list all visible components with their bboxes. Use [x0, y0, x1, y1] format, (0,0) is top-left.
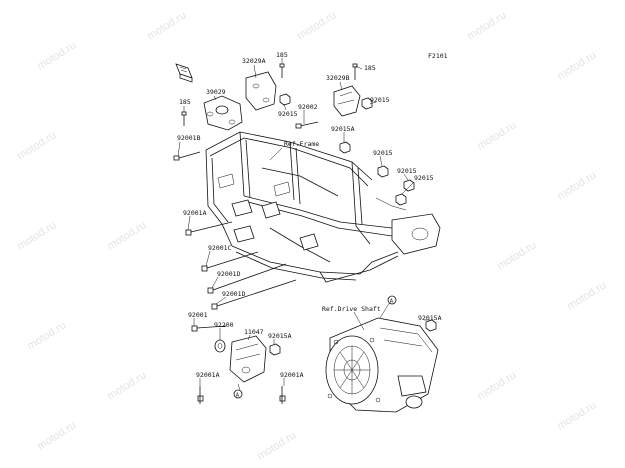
- bolt-92001a-bm: [279, 386, 286, 404]
- nut-92015a-right: [425, 319, 437, 332]
- frame: [205, 131, 441, 283]
- watermark: motod.ru: [105, 369, 148, 402]
- watermark: motod.ru: [555, 169, 598, 202]
- part-label-92015-d: 92015: [397, 167, 417, 175]
- final-gear-case: [325, 317, 439, 413]
- watermark: motod.ru: [35, 419, 78, 452]
- collar-92200: [214, 339, 226, 353]
- bolt-92001d-b: [211, 279, 297, 310]
- part-label-185-left: 185: [179, 98, 191, 106]
- nut-92015-d: [403, 179, 415, 192]
- bracket-32029a: [245, 71, 277, 111]
- watermark: motod.ru: [15, 129, 58, 162]
- bolt-92001d-a: [207, 263, 287, 294]
- part-label-92002: 92002: [298, 103, 318, 111]
- watermark: motod.ru: [255, 429, 298, 462]
- part-label-92001a-bl: 92001A: [196, 371, 220, 379]
- bracket-11047: [229, 335, 267, 383]
- nut-92015-b: [361, 97, 373, 110]
- watermark: motod.ru: [555, 399, 598, 432]
- front-arrow-icon: [175, 63, 193, 83]
- bracket-39029: [203, 95, 243, 131]
- ref-frame-label: Ref.Frame: [284, 140, 319, 148]
- nut-92015a-top: [339, 141, 351, 154]
- watermark: motod.ru: [35, 39, 78, 72]
- part-label-185-top: 185: [276, 51, 288, 59]
- part-label-92015a-top: 92015A: [331, 125, 355, 133]
- watermark: motod.ru: [465, 9, 508, 42]
- part-label-92001b: 92001B: [177, 134, 201, 142]
- part-label-92001d-a: 92001D: [217, 270, 241, 278]
- part-label-92015-e: 92015: [414, 174, 434, 182]
- watermark: motod.ru: [15, 219, 58, 252]
- watermark: motod.ru: [475, 119, 518, 152]
- part-labels: 32029A 185 32029B 185 39029 185 92015 92…: [177, 51, 442, 379]
- bolt-185-right: [352, 63, 358, 80]
- bolt-92001a-bl: [197, 386, 204, 404]
- nut-92015a-mid: [269, 343, 281, 356]
- part-label-92015-a: 92015: [278, 110, 298, 118]
- figure-code: F2101: [428, 52, 448, 60]
- watermark: motod.ru: [565, 279, 608, 312]
- ref-drive-shaft-label: Ref.Drive Shaft: [322, 305, 381, 313]
- bolt-92002: [295, 121, 319, 129]
- bolt-185-top: [279, 63, 285, 78]
- callout-a-label: A: [236, 392, 240, 398]
- leader-lines: [177, 58, 430, 391]
- part-label-32029a: 32029A: [242, 57, 266, 65]
- part-label-92200: 92200: [214, 321, 234, 329]
- part-label-92001c: 92001C: [208, 244, 232, 252]
- nut-92015-a: [279, 93, 291, 106]
- bolt-185-left: [181, 111, 187, 126]
- part-label-32029b: 32029B: [326, 74, 350, 82]
- watermark: motod.ru: [145, 9, 188, 42]
- bracket-32029b: [333, 85, 361, 117]
- part-label-92015-b: 92015: [370, 96, 390, 104]
- part-label-92001d-b: 92001D: [222, 290, 246, 298]
- callout-a-bracket: A: [233, 389, 243, 399]
- bolt-92001b: [173, 151, 201, 161]
- part-label-92015a-mid: 92015A: [268, 332, 292, 340]
- callout-a-label: A: [390, 298, 394, 304]
- watermark: motod.ru: [105, 219, 148, 252]
- part-label-92001: 92001: [188, 311, 208, 319]
- bolt-92001: [191, 325, 227, 332]
- part-label-39029: 39029: [206, 88, 226, 96]
- part-label-92001a-top: 92001A: [183, 209, 207, 217]
- watermark: motod.ru: [295, 9, 338, 42]
- part-label-92001a-bm: 92001A: [280, 371, 304, 379]
- watermark: motod.ru: [475, 369, 518, 402]
- watermark: motod.ru: [25, 319, 68, 352]
- bolt-92001c: [201, 251, 259, 272]
- nut-92015-c: [377, 165, 389, 178]
- bolt-92001a-top: [185, 221, 233, 236]
- watermark: motod.ru: [555, 49, 598, 82]
- callout-a-drive: A: [387, 295, 397, 305]
- part-label-185-right: 185: [364, 64, 376, 72]
- nut-92015-e: [395, 193, 407, 206]
- part-label-92015a-right: 92015A: [418, 314, 442, 322]
- part-label-92015-c: 92015: [373, 149, 393, 157]
- part-label-11047: 11047: [244, 328, 264, 336]
- watermark: motod.ru: [495, 239, 538, 272]
